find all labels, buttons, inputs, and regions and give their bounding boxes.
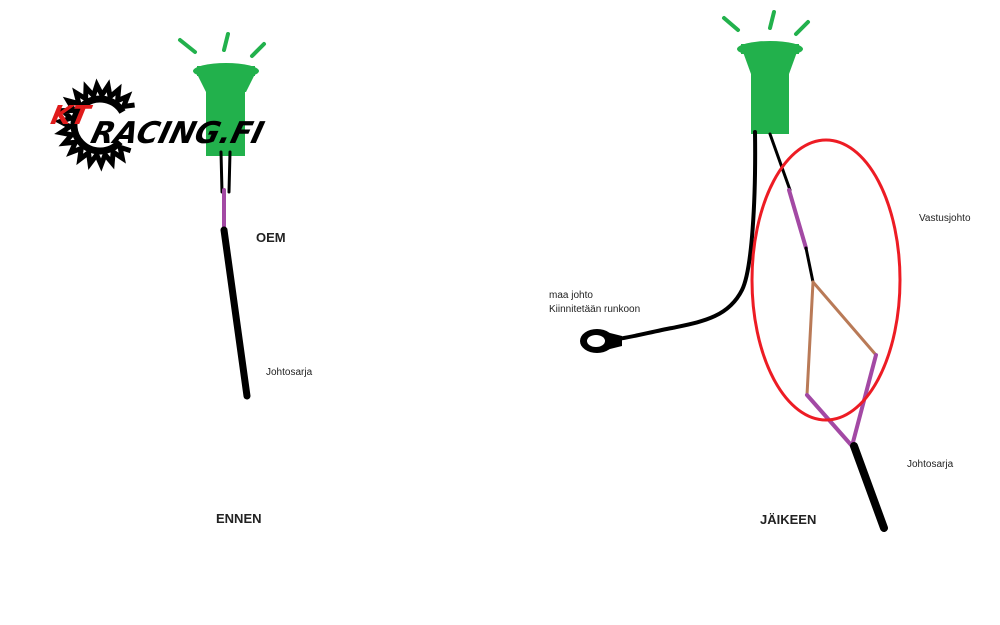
logo-gear-icon	[53, 78, 135, 172]
left-bulb-icon	[178, 32, 266, 156]
logo-racing-text: RACING.FI	[87, 116, 267, 150]
johtosarja-right-label: Johtosarja	[907, 459, 954, 470]
jaikeen-label: JÄIKEEN	[760, 512, 817, 527]
ground-terminal-icon	[580, 329, 622, 353]
ennen-label: ENNEN	[216, 511, 262, 526]
right-wires	[608, 130, 888, 532]
right-bulb-icon	[722, 10, 810, 134]
maa-johto-label: maa johto	[549, 290, 593, 301]
johtosarja-left-label: Johtosarja	[266, 367, 313, 378]
logo-kt-text: KT	[48, 101, 94, 131]
resistor-highlight-circle	[750, 138, 902, 422]
vastusjohto-label: Vastusjohto	[919, 213, 971, 224]
oem-label: OEM	[256, 230, 286, 245]
left-wires	[219, 150, 251, 400]
kiinnitetaan-label: Kiinnitetään runkoon	[549, 304, 641, 315]
kt-racing-logo: KT RACING.FI	[48, 78, 267, 172]
